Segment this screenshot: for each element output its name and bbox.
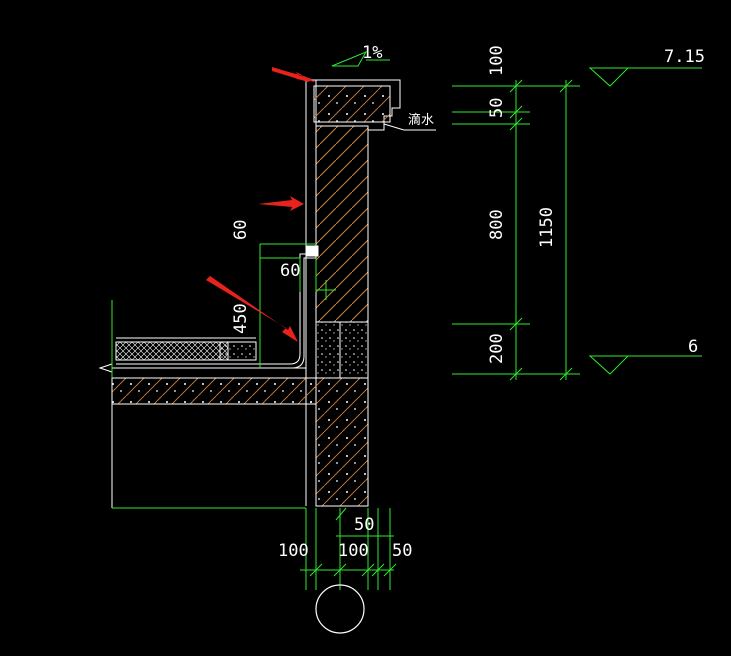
elevation-bottom-value: 6 bbox=[688, 337, 698, 357]
upstand-dimensions: 60 60 450 bbox=[231, 220, 336, 368]
roof-slab bbox=[111, 377, 369, 509]
dim-right-base: 200 bbox=[487, 333, 507, 364]
drip-annotation: 滴水 bbox=[383, 112, 436, 131]
dim-bottom-mid-100: 100 bbox=[338, 541, 369, 561]
axis-bubble bbox=[315, 584, 365, 634]
drip-label: 滴水 bbox=[408, 112, 434, 128]
elevation-mark-top: 7.15 bbox=[588, 47, 705, 87]
dim-right-top: 100 bbox=[487, 45, 507, 76]
red-arrow-middle bbox=[258, 196, 304, 211]
bottom-dimensions: 50 100 100 50 bbox=[278, 507, 412, 590]
dim-bottom-right-50: 50 bbox=[392, 541, 412, 561]
waterproof-upstand bbox=[256, 245, 319, 369]
coping-block bbox=[306, 79, 401, 131]
right-dimension-chain: 100 50 800 1150 200 bbox=[452, 45, 580, 381]
dim-bottom-left-100: 100 bbox=[278, 541, 309, 561]
red-arrow-lower bbox=[206, 276, 298, 342]
slope-label: 1% bbox=[362, 43, 382, 63]
dim-right-wall: 800 bbox=[487, 209, 507, 240]
parapet-base-concrete bbox=[315, 321, 369, 379]
red-arrow-top bbox=[272, 67, 316, 82]
upstand-width-dim: 60 bbox=[280, 261, 300, 281]
dim-bottom-50: 50 bbox=[354, 515, 374, 535]
upstand-top-dim: 60 bbox=[231, 220, 251, 240]
elevation-top-value: 7.15 bbox=[664, 47, 705, 67]
dim-right-total: 1150 bbox=[537, 207, 557, 248]
roof-insulation-layers bbox=[98, 300, 306, 378]
upstand-height-dim: 450 bbox=[231, 303, 251, 334]
elevation-mark-bottom: 6 bbox=[588, 337, 702, 375]
dim-right-drip: 50 bbox=[487, 98, 507, 118]
slope-mark: 1% bbox=[331, 43, 390, 67]
